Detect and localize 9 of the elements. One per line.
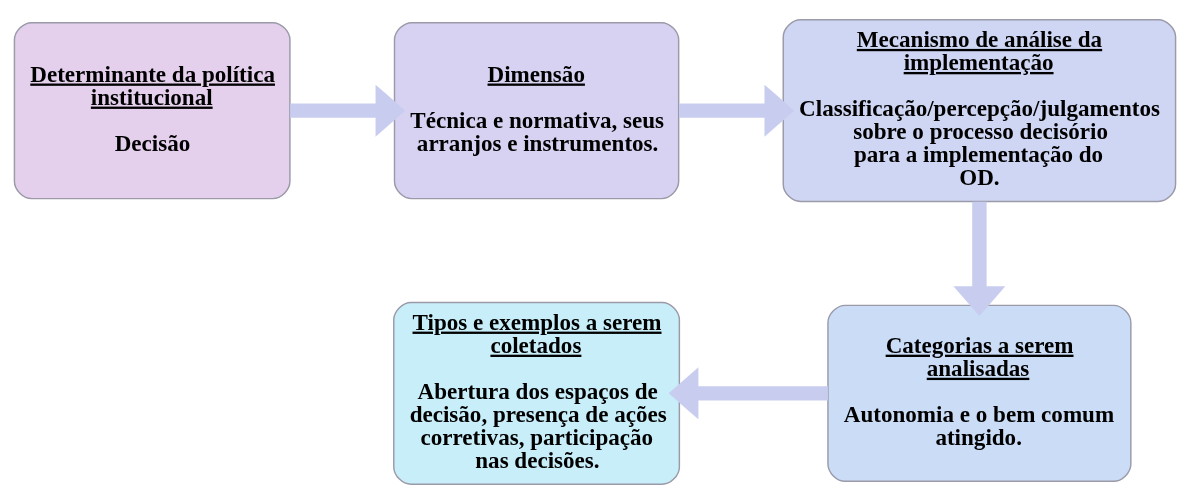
arrow	[953, 201, 1006, 316]
node-box: Determinante da política institucional Decisão	[13, 21, 291, 200]
node-box: Categorias a serem analisadas Autonomia e o bem comum atingido.	[827, 304, 1132, 483]
node-box: Mecanismo de análise da implementação Classificação/percepção/julgamentos sobre o processo decisório para a implementação do OD.	[782, 19, 1177, 203]
arrow	[668, 367, 828, 420]
arrow	[679, 84, 795, 137]
node-box: Dimensão Técnica e normativa, seus arranjos e instrumentos.	[393, 21, 680, 200]
node-box: Tipos e exemplos a serem coletados Abertura dos espaços de decisão, presença de ações corretivas, participação nas decisões.	[393, 301, 681, 485]
arrow	[290, 84, 406, 137]
